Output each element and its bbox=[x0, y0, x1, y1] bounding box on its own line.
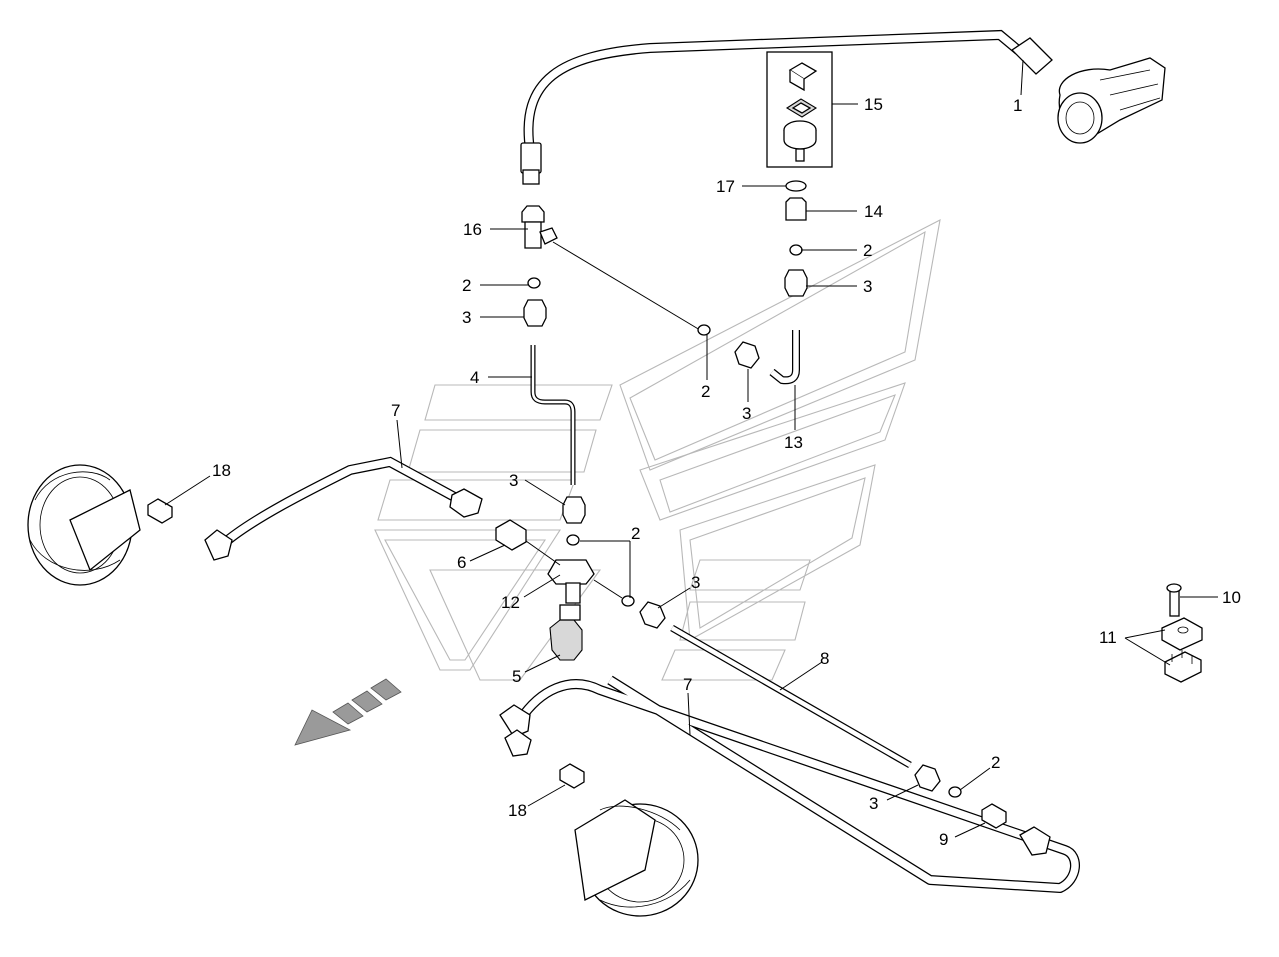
callout-3-center: 3 bbox=[509, 471, 518, 490]
callout-5: 5 bbox=[512, 667, 521, 686]
clip-and-bolt bbox=[1161, 583, 1203, 683]
brake-pipe-8 bbox=[670, 624, 962, 798]
callout-18-lower: 18 bbox=[508, 801, 527, 820]
callout-leaders bbox=[164, 59, 1218, 838]
callout-6: 6 bbox=[457, 553, 466, 572]
callout-18-left: 18 bbox=[212, 461, 231, 480]
callout-4: 4 bbox=[470, 368, 479, 387]
callout-16: 16 bbox=[463, 220, 482, 239]
brake-hose-left bbox=[27, 456, 483, 586]
callout-2-left-upper: 2 bbox=[462, 276, 471, 295]
callout-12: 12 bbox=[501, 593, 520, 612]
callout-3-lower: 3 bbox=[869, 794, 878, 813]
callout-9: 9 bbox=[939, 830, 948, 849]
callout-11: 11 bbox=[1099, 628, 1117, 647]
upper-tee-and-pipe bbox=[521, 205, 760, 485]
callout-7-lower: 7 bbox=[683, 675, 692, 694]
master-cylinder bbox=[1057, 57, 1166, 144]
central-tee-assembly bbox=[495, 496, 666, 661]
callout-13: 13 bbox=[784, 433, 803, 452]
callout-2-tee-upper: 2 bbox=[863, 241, 872, 260]
callout-8: 8 bbox=[820, 649, 829, 668]
pressure-switch-kit bbox=[766, 51, 833, 168]
callout-7-left: 7 bbox=[391, 401, 400, 420]
callout-2-center: 2 bbox=[631, 524, 640, 543]
callout-15: 15 bbox=[864, 95, 883, 114]
callout-14: 14 bbox=[864, 202, 883, 221]
callout-2-mid: 2 bbox=[701, 382, 710, 401]
callout-1: 1 bbox=[1013, 96, 1022, 115]
callout-2-lower: 2 bbox=[991, 753, 1000, 772]
callout-labels: 1 15 17 14 16 2 2 3 3 4 2 3 13 7 18 3 2 … bbox=[212, 95, 1241, 849]
watermark-logo bbox=[374, 219, 941, 681]
brake-hose-lower bbox=[499, 675, 1080, 917]
callout-3-right-upper: 3 bbox=[863, 277, 872, 296]
callout-3-mid: 3 bbox=[742, 404, 751, 423]
direction-arrow bbox=[294, 678, 402, 746]
right-branch-fittings bbox=[769, 180, 808, 385]
brake-hose-upper bbox=[520, 29, 1053, 185]
callout-3-pipe: 3 bbox=[691, 573, 700, 592]
callout-10: 10 bbox=[1222, 588, 1241, 607]
callout-17: 17 bbox=[716, 177, 735, 196]
callout-3-left-upper: 3 bbox=[462, 308, 471, 327]
